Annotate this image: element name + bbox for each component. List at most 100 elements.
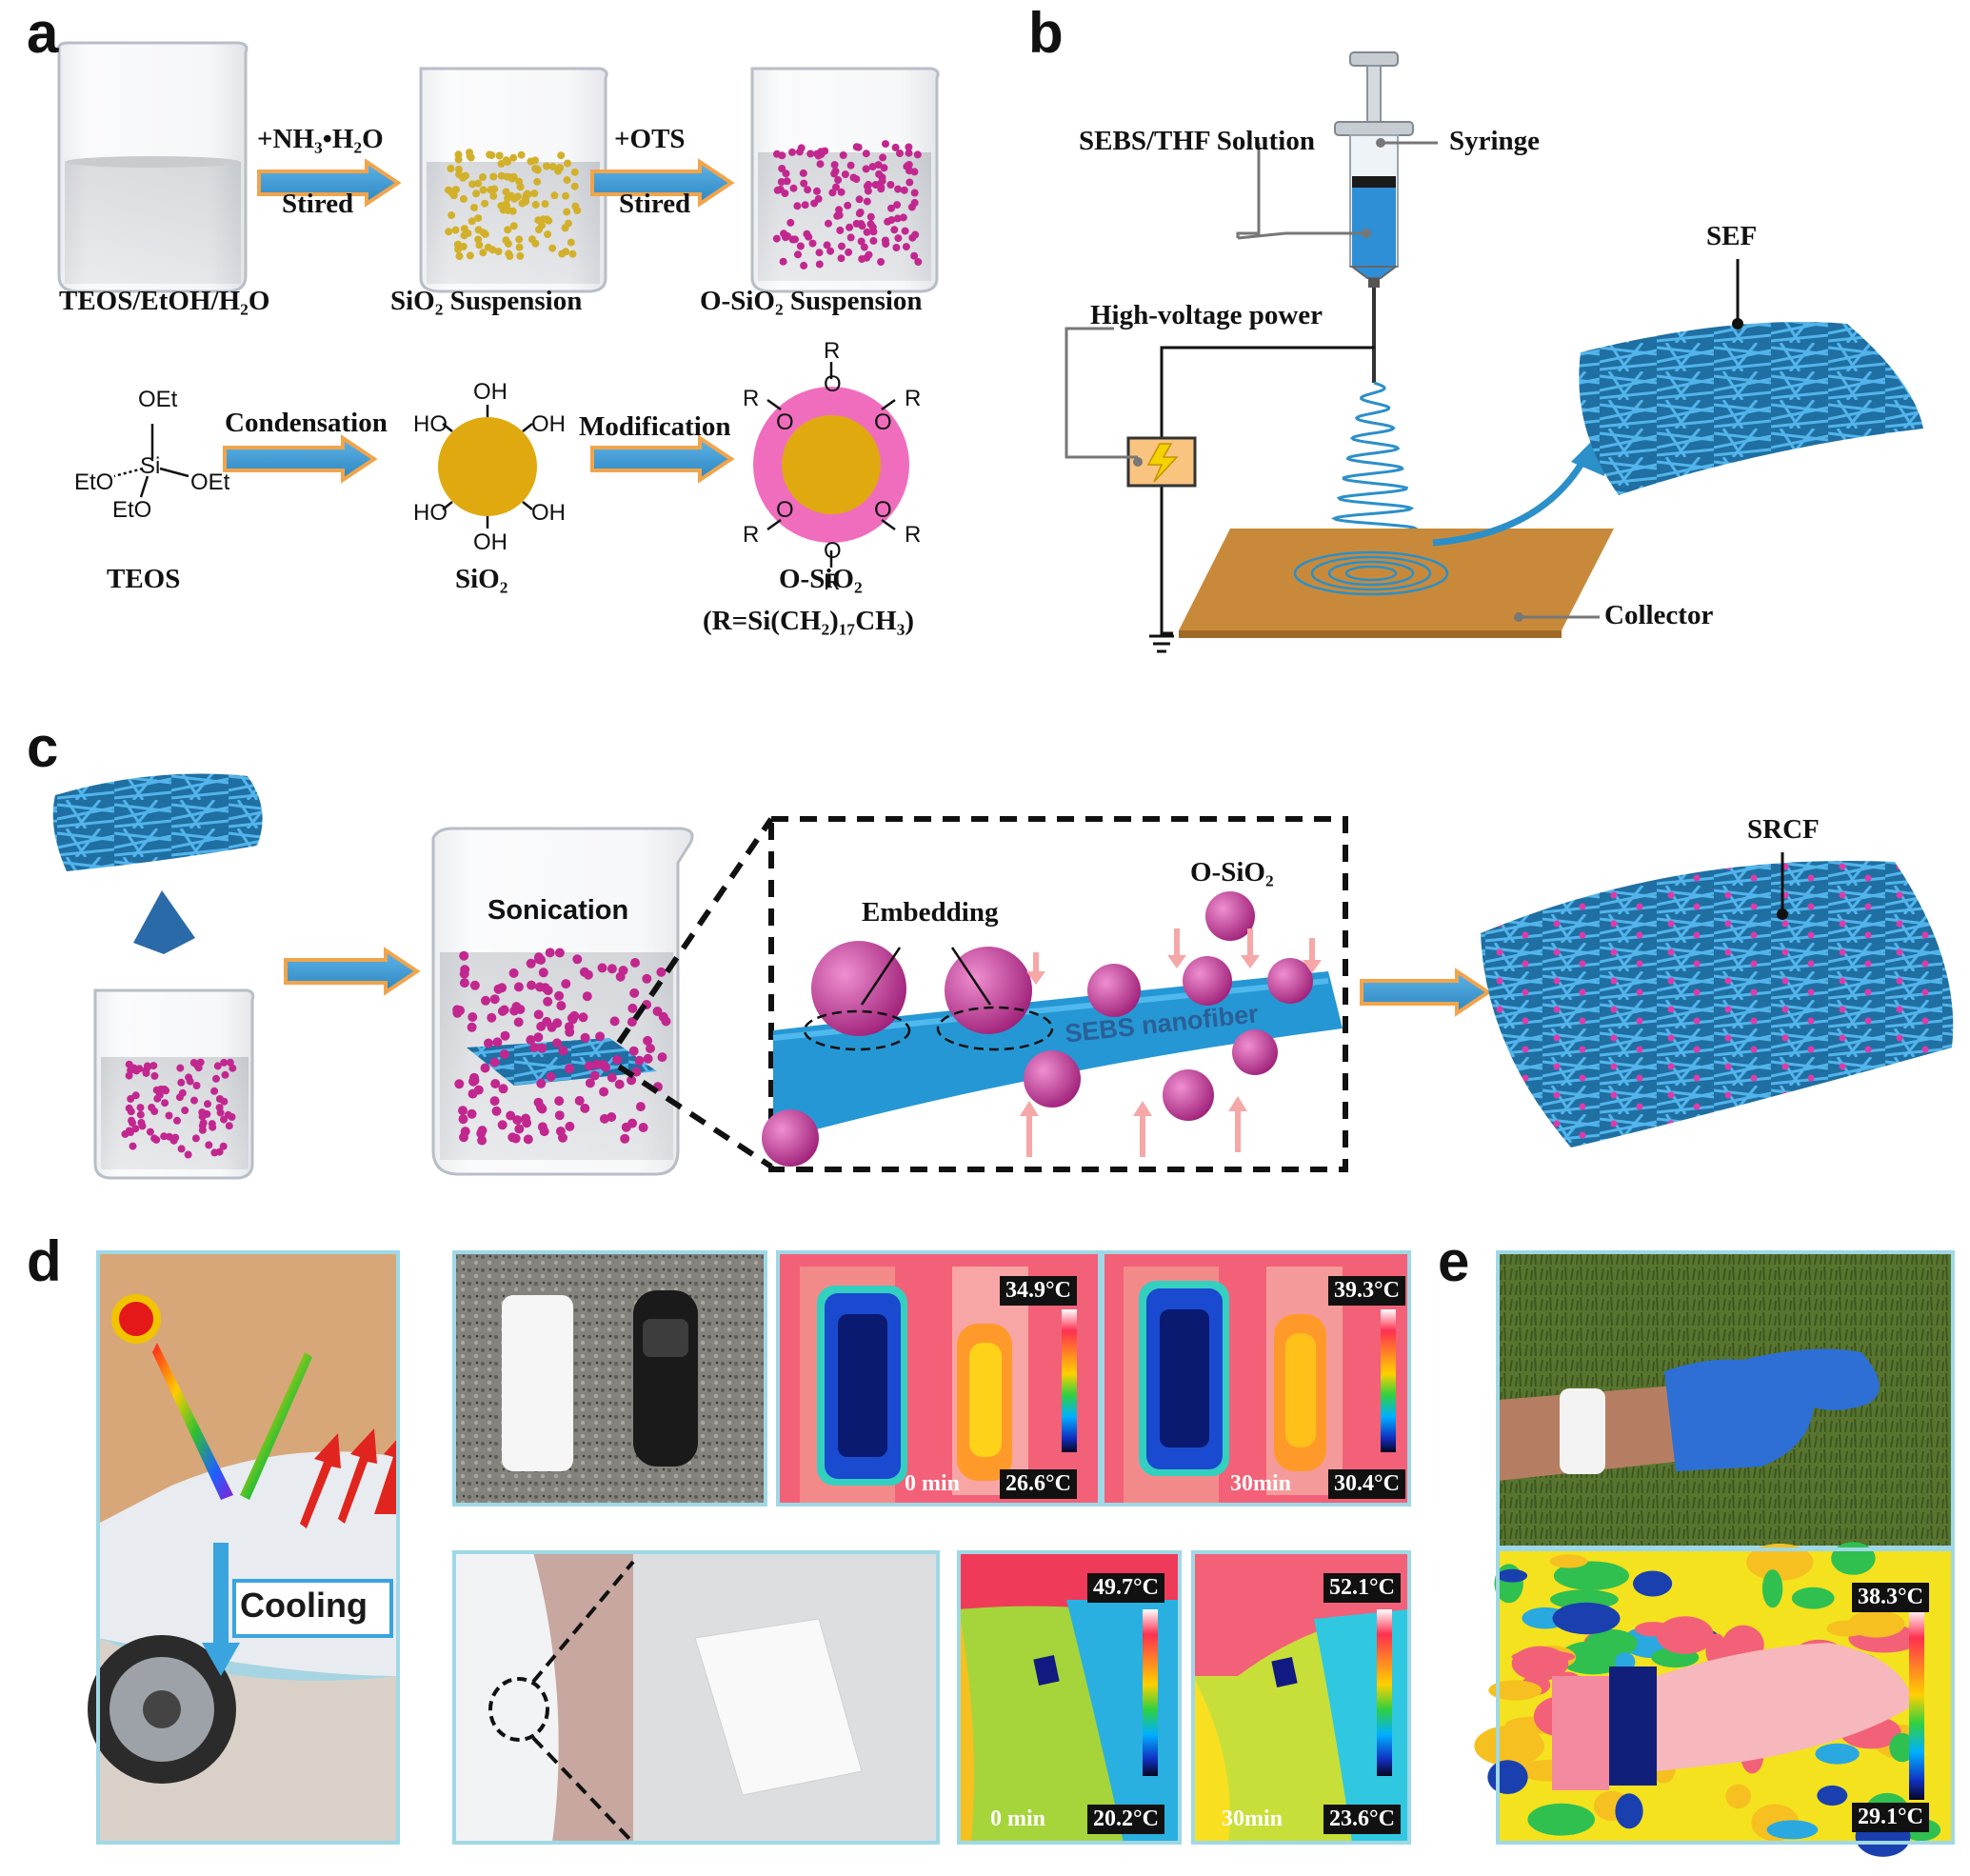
particle-dot xyxy=(523,190,531,198)
particle-dot xyxy=(908,233,917,242)
particle-dot xyxy=(886,181,895,189)
particle-dot xyxy=(800,179,808,188)
particle-dot xyxy=(479,186,488,194)
particle-dot xyxy=(143,1062,151,1070)
particle-dot xyxy=(454,1079,465,1089)
ir-blotch xyxy=(1552,1602,1621,1635)
particle-dot xyxy=(514,1124,525,1134)
particle-dot xyxy=(887,216,896,224)
particle-dot xyxy=(467,1108,477,1119)
particle-dot xyxy=(863,228,871,236)
particle-dot xyxy=(459,242,468,250)
particle-dot xyxy=(804,186,812,194)
particle-dot xyxy=(469,1072,479,1083)
particle-dot xyxy=(914,258,923,266)
particle-dot xyxy=(460,965,470,975)
particle-dot xyxy=(148,1104,156,1111)
particle-dot xyxy=(591,1059,602,1069)
particle-dot xyxy=(875,170,884,178)
ir-blotch xyxy=(1497,1568,1528,1583)
particle-dot xyxy=(789,184,798,192)
ir2-time: 30min xyxy=(1230,1471,1292,1496)
particle-dot xyxy=(910,198,919,207)
particle-dot xyxy=(527,980,537,990)
particle-dot xyxy=(609,1016,620,1027)
particle-dot xyxy=(554,990,565,1001)
particle-dot xyxy=(893,201,902,210)
particle-dot xyxy=(905,149,913,157)
particle-dot xyxy=(557,151,566,160)
particle-dot xyxy=(212,1074,220,1083)
teos-eto-left: EtO xyxy=(74,469,114,495)
particle-dot xyxy=(799,169,807,177)
ir-blotch xyxy=(1826,1620,1867,1637)
ir-blotch xyxy=(1615,1793,1643,1829)
osio2-o-bottom: O xyxy=(824,538,842,564)
particle-dot xyxy=(479,249,488,257)
name-osio2: O-SiO₂ xyxy=(779,564,863,594)
particle-dot xyxy=(800,261,808,269)
particle-dot xyxy=(190,1096,198,1105)
particle-dot xyxy=(515,235,524,244)
particle-dot xyxy=(890,226,899,234)
particle-dot xyxy=(137,1119,146,1127)
particle-dot xyxy=(526,958,536,968)
particle-dot xyxy=(502,156,510,165)
ir-blotch xyxy=(1488,1680,1542,1701)
label-syringe: Syringe xyxy=(1449,126,1541,156)
particle-dot xyxy=(646,1044,655,1053)
particle-dot xyxy=(892,244,901,251)
particle-dot xyxy=(497,1120,507,1130)
ir-blotch xyxy=(1761,1569,1783,1608)
ir-blotch xyxy=(1511,1646,1569,1682)
ir-blotch xyxy=(1553,1561,1629,1590)
particle-dot xyxy=(634,1055,645,1066)
sef-small xyxy=(52,773,263,871)
particle-dot xyxy=(509,153,518,162)
particle-dot xyxy=(817,148,826,156)
particle-dot xyxy=(846,233,855,242)
particle-dot xyxy=(506,1110,516,1121)
ir3-max: 49.7°C xyxy=(1087,1573,1164,1603)
ir-blotch xyxy=(1725,1784,1751,1809)
particle-dot xyxy=(504,240,512,248)
particle-dot xyxy=(852,219,861,228)
particle-dot xyxy=(562,191,569,200)
ir-blotch xyxy=(1527,1803,1595,1836)
particle-dot xyxy=(656,967,667,977)
particle-dot xyxy=(584,1061,594,1071)
particle-dot xyxy=(489,172,498,181)
particle-dot xyxy=(536,1102,546,1112)
particle-dot xyxy=(466,149,473,157)
particle-dot xyxy=(129,1119,136,1127)
particle-dot xyxy=(510,194,519,203)
particle-dot xyxy=(192,1082,201,1089)
reagent-ammonia: +NH₃•H₂O xyxy=(257,124,384,154)
action-stirred-2: Stired xyxy=(619,189,691,219)
ir-blotch xyxy=(1585,1628,1638,1658)
particle-dot xyxy=(896,150,904,157)
particle-dot xyxy=(215,1095,224,1103)
particle-dot xyxy=(448,189,456,197)
particle-dot xyxy=(489,1096,500,1107)
ir-blotch xyxy=(1889,1732,1916,1763)
particle-dot xyxy=(620,1133,630,1144)
particle-dot xyxy=(777,178,786,186)
photo-gravel xyxy=(454,1252,766,1505)
particle-dot xyxy=(539,1127,549,1137)
particle-dot xyxy=(563,208,571,216)
particle-dot xyxy=(834,176,843,184)
particle-dot xyxy=(488,151,496,159)
particle-dot xyxy=(459,950,469,961)
particle-dot xyxy=(778,165,786,172)
particle-dot xyxy=(531,200,540,209)
particle-dot xyxy=(568,249,577,258)
beaker-sio2 xyxy=(419,67,608,293)
arrow-a3 xyxy=(223,434,378,484)
particle-dot xyxy=(612,1054,623,1065)
name-teos: TEOS xyxy=(107,564,181,594)
particle-dot xyxy=(136,1104,145,1112)
particle-dot xyxy=(555,1127,566,1136)
particle-dot xyxy=(597,963,607,973)
particle-dot xyxy=(813,187,821,195)
